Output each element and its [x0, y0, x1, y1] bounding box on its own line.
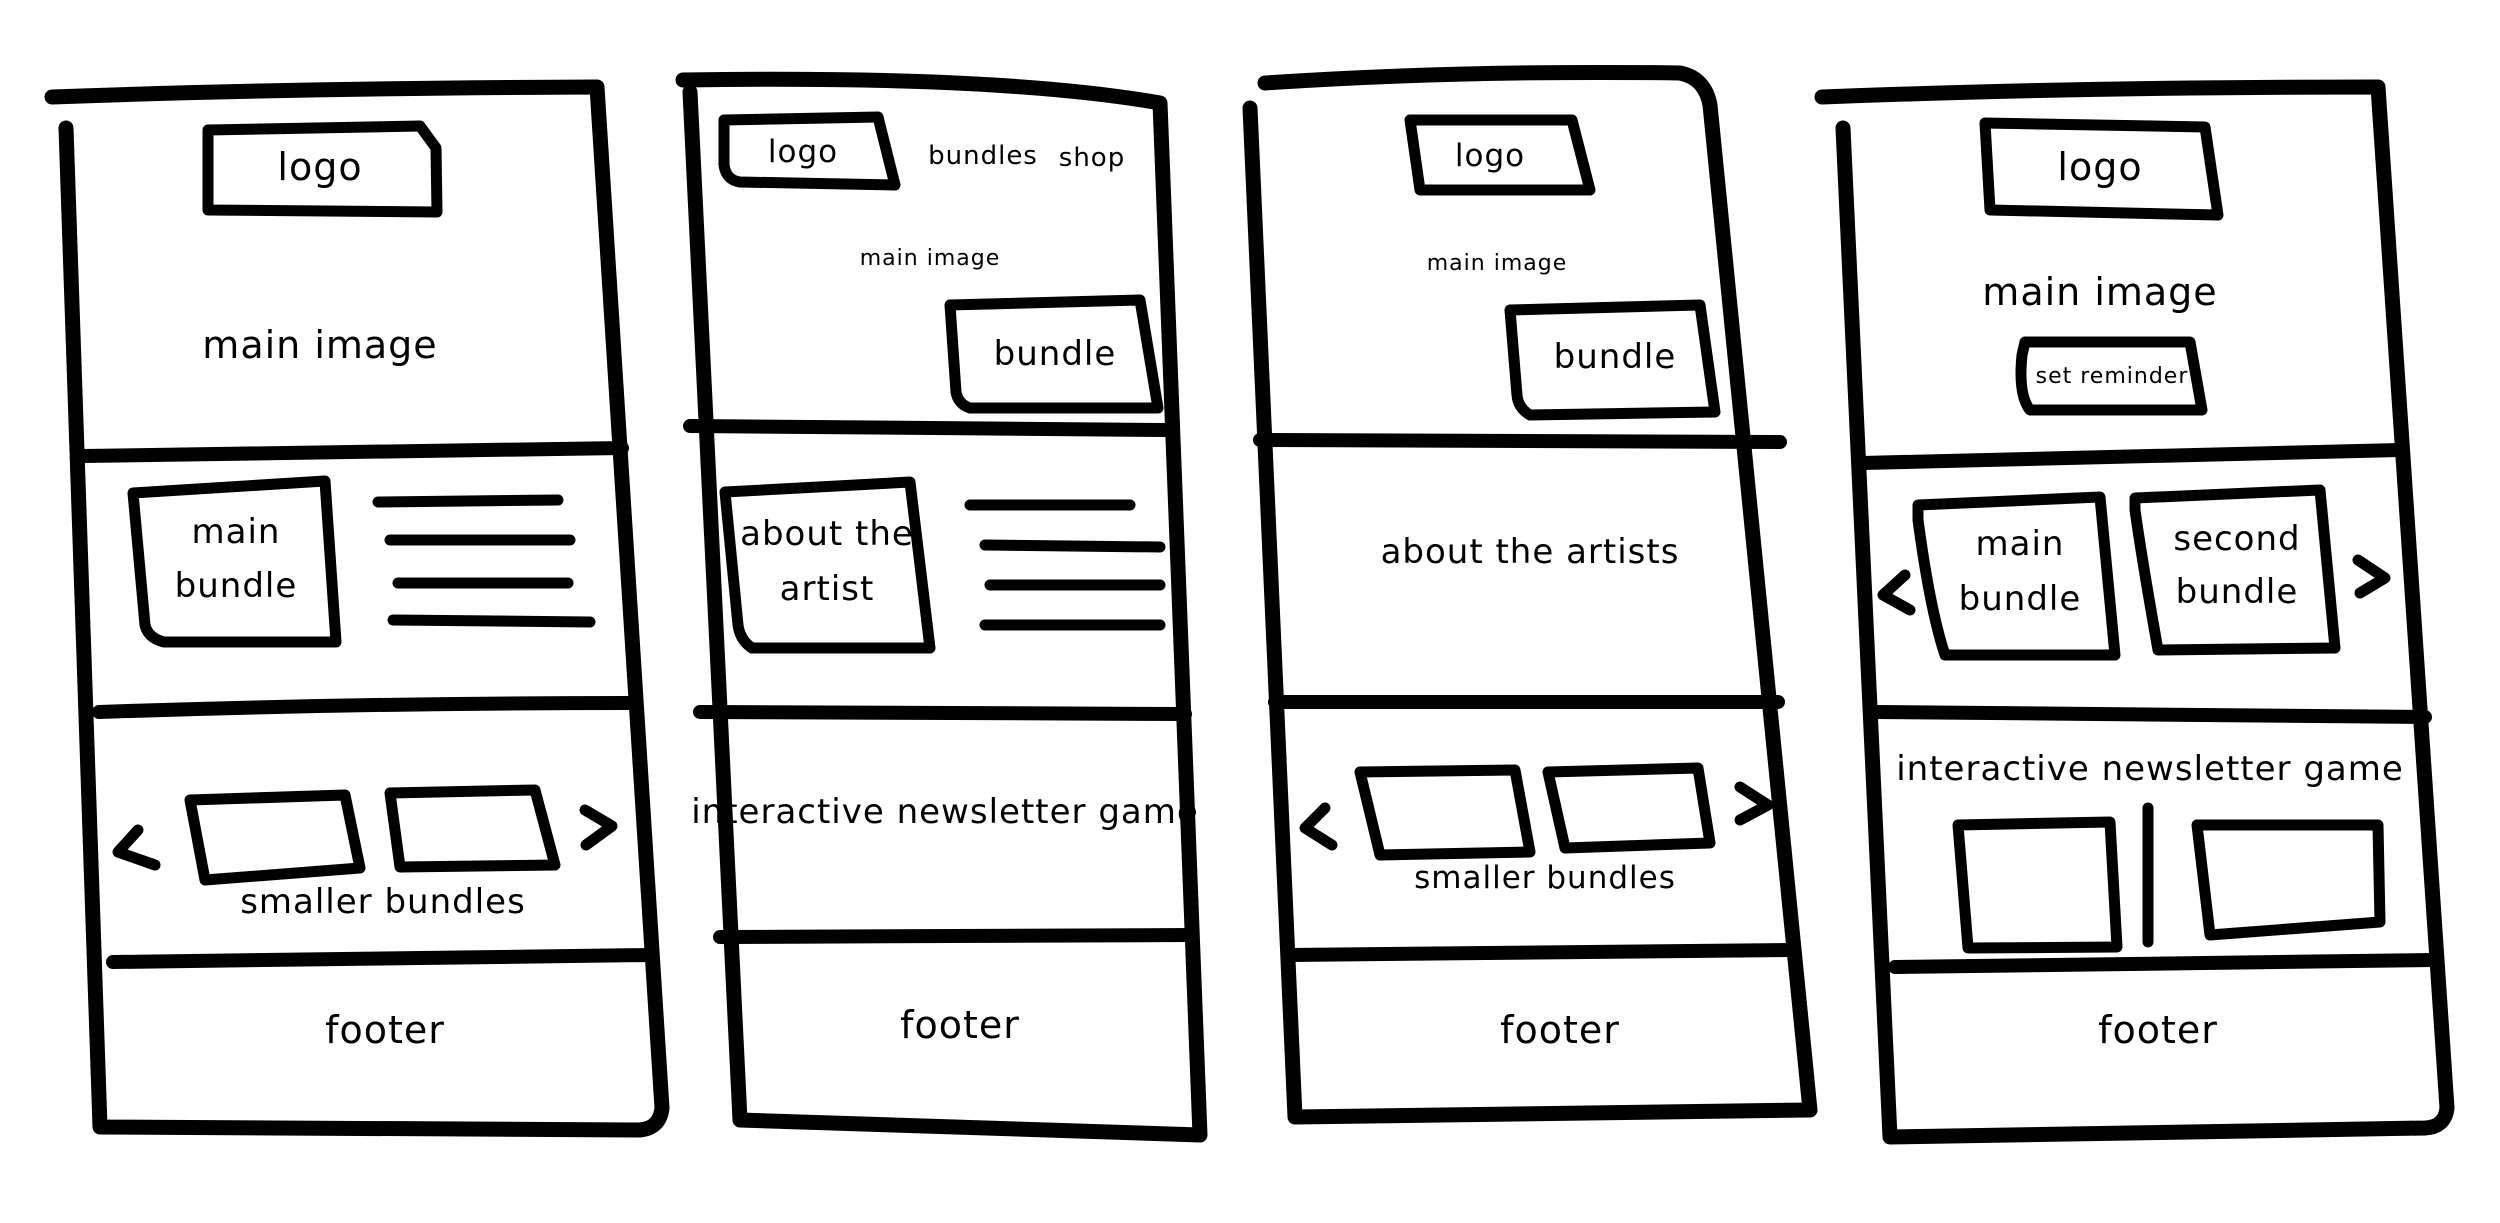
wireframe-3-divider-3: [1283, 943, 1797, 962]
wireframe-3-next-arrow-icon[interactable]: [1734, 781, 1774, 826]
wireframe-2-about-line-1: about the: [740, 514, 914, 554]
wireframe-1-next-arrow-icon[interactable]: [579, 804, 618, 851]
wireframe-2-about-line-2: artist: [780, 569, 875, 609]
wireframe-3-small-bundle-2: [1542, 762, 1716, 854]
wireframe-1-logo-box: [202, 120, 443, 218]
wireframe-2-logo-label: logo: [768, 134, 838, 170]
wireframe-2-main-image-label: main image: [860, 246, 1001, 271]
wireframe-4-second-bundle-line-1: second: [2173, 519, 2300, 559]
wireframe-4-second-bundle-box: [2129, 484, 2341, 656]
wireframe-2-outline: [675, 71, 1208, 1143]
wireframe-4-logo-box: [1979, 117, 2224, 221]
wireframe-4: logo main image set reminder main bundle…: [1814, 79, 2455, 1145]
wireframe-1-logo-label: logo: [277, 145, 362, 189]
wireframe-2-about-artist-box: [719, 476, 936, 654]
wireframe-1-smaller-bundles-label: smaller bundles: [240, 882, 526, 922]
wireframe-3-small-bundle-1: [1354, 764, 1536, 861]
wireframe-3-logo-label: logo: [1455, 138, 1525, 174]
wireframe-2-footer-label: footer: [900, 1003, 1020, 1047]
wireframe-4-divider-2: [1868, 705, 2432, 724]
wireframe-2-nav-shop[interactable]: shop: [1059, 143, 1125, 173]
wireframe-1-small-bundle-2: [384, 784, 561, 873]
wireframe-4-set-reminder-label[interactable]: set reminder: [2036, 364, 2189, 389]
wireframe-4-game-box-1: [1952, 816, 2123, 954]
wireframe-1-main-bundle-line-2: bundle: [175, 566, 298, 606]
wireframe-2-divider-1: [683, 419, 1172, 437]
wireframe-3-main-image-label: main image: [1427, 251, 1568, 276]
wireframe-3-prev-arrow-icon[interactable]: [1299, 802, 1338, 851]
wireframe-3-footer-label: footer: [1500, 1008, 1620, 1052]
wireframe-1-main-image-label: main image: [202, 323, 437, 367]
wireframe-4-footer-label: footer: [2098, 1008, 2218, 1052]
wireframe-1: logo main image main bundle smaller bund…: [44, 79, 670, 1138]
wireframe-3-smaller-bundles-label: smaller bundles: [1414, 860, 1676, 896]
wireframe-2-bundle-button[interactable]: [944, 294, 1164, 414]
wireframe-1-divider-2: [92, 696, 637, 719]
wireframe-4-logo-label: logo: [2057, 145, 2142, 189]
wireframe-2-bundle-label[interactable]: bundle: [994, 334, 1117, 374]
wireframe-4-set-reminder-button[interactable]: [2015, 336, 2208, 416]
wireframe-3-outline: [1242, 64, 1818, 1125]
wireframe-1-outline: [44, 79, 670, 1138]
wireframe-1-main-bundle-line-1: main: [192, 512, 281, 552]
wireframe-2-text-line-2: [979, 539, 1166, 553]
wireframe-4-main-bundle-line-2: bundle: [1959, 579, 2082, 619]
wireframe-4-main-image-label: main image: [1982, 270, 2217, 314]
wireframe-1-text-line-1: [372, 494, 564, 508]
wireframe-3-about-artists-label: about the artists: [1381, 532, 1680, 572]
wireframe-4-divider-1: [1855, 443, 2407, 470]
wireframe-1-prev-arrow-icon[interactable]: [112, 824, 161, 871]
wireframe-4-newsletter-label: interactive newsletter game: [1896, 749, 2404, 789]
wireframe-4-prev-arrow-icon[interactable]: [1877, 569, 1916, 616]
wireframe-1-divider-1: [75, 441, 629, 463]
wireframe-3-logo-box: [1404, 114, 1596, 196]
wireframe-3: logo main image bundle about the artists…: [1242, 64, 1818, 1125]
wireframe-4-main-bundle-line-1: main: [1976, 524, 2065, 564]
wireframe-3-divider-1: [1253, 433, 1787, 449]
wireframe-1-footer-label: footer: [325, 1008, 445, 1052]
wireframe-1-main-bundle-box: [127, 475, 342, 648]
wireframe-4-second-bundle-line-2: bundle: [2176, 572, 2299, 612]
wireframe-3-bundle-button[interactable]: [1504, 299, 1721, 421]
wireframe-2-newsletter-label: interactive newsletter game: [691, 792, 1199, 832]
wireframe-4-main-bundle-box: [1912, 491, 2121, 661]
wireframe-2-nav-bundles[interactable]: bundles: [928, 141, 1038, 171]
wireframe-4-divider-3: [1888, 953, 2442, 974]
wireframe-4-game-box-2: [2191, 819, 2386, 941]
wireframe-2-divider-3: [713, 928, 1197, 944]
wireframe-2-logo-box: [718, 111, 901, 191]
wireframe-1-text-line-4: [387, 614, 596, 628]
wireframe-4-outline: [1814, 79, 2455, 1145]
wireframe-4-next-arrow-icon[interactable]: [2352, 554, 2391, 599]
wireframe-2: logo bundles shop main image bundle abou…: [675, 71, 1208, 1143]
wireframe-2-divider-2: [693, 705, 1192, 721]
wireframe-1-divider-3: [106, 948, 657, 969]
wireframe-1-small-bundle-1: [184, 789, 366, 886]
wireframe-3-bundle-label[interactable]: bundle: [1554, 337, 1677, 377]
